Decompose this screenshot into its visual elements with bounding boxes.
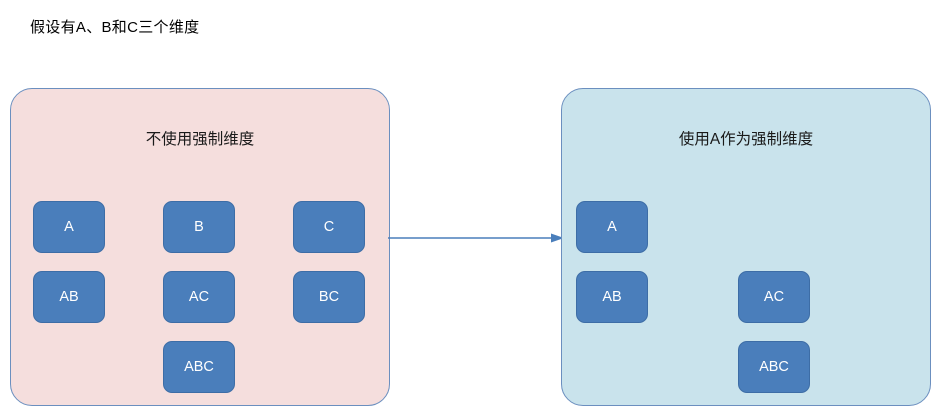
node-ac: AC [163, 271, 235, 323]
node-b: B [163, 201, 235, 253]
node-a: A [33, 201, 105, 253]
node-abc: ABC [163, 341, 235, 393]
node-ac: AC [738, 271, 810, 323]
node-ab: AB [576, 271, 648, 323]
right-panel-title: 使用A作为强制维度 [678, 131, 814, 148]
node-a: A [576, 201, 648, 253]
node-abc: ABC [738, 341, 810, 393]
transform-arrow-icon [388, 233, 564, 243]
node-bc: BC [293, 271, 365, 323]
page-caption: 假设有A、B和C三个维度 [30, 19, 200, 36]
panel-with-mandatory-dimension-a: 使用A作为强制维度 A AB AC ABC [561, 88, 931, 406]
node-c: C [293, 201, 365, 253]
left-panel-title: 不使用强制维度 [145, 131, 255, 148]
panel-without-mandatory-dimension: 不使用强制维度 A B C AB AC BC ABC [10, 88, 390, 406]
node-ab: AB [33, 271, 105, 323]
